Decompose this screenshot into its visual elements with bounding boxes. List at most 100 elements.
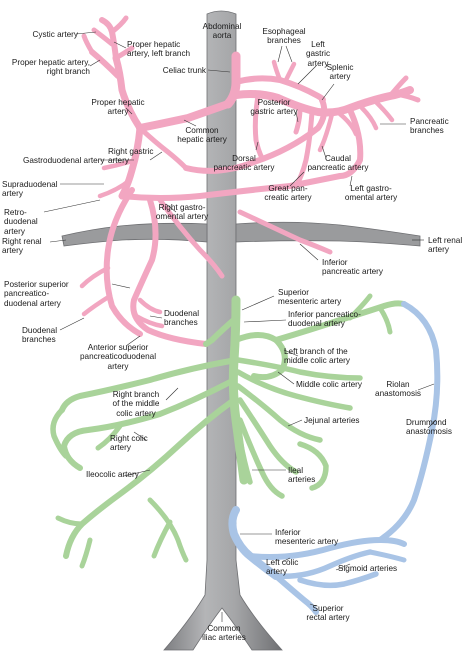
label-left-gastroomental-artery: Left gastro- omental artery [344,184,398,203]
splenic-twig-2 [393,91,421,103]
superior-rectal-vessel [273,573,319,615]
label-superior-rectal-artery: Superior rectal artery [306,604,350,623]
label-superior-mesenteric-artery: Superior mesenteric artery [278,288,342,307]
esophageal-vessel-1 [271,59,283,83]
leader-inferior-pd [243,319,287,323]
riolan-anastomosis-vessel [377,301,441,543]
leader-esophageal-b [285,45,293,63]
leader-anterior-superior-pd [125,335,141,347]
jejunal-vessel-3 [235,383,323,443]
leader-proper-hepatic-left [113,41,127,49]
inferior-pancreatic-vessel [237,209,333,255]
leader-retroduodenal [43,199,101,213]
leader-jejunal [287,419,303,427]
right-branch-middle-colic-vessel [59,357,239,413]
label-right-gastroomental-artery: Right gastro- omental artery [155,203,209,222]
inferior-mesenteric-vessel [228,506,280,580]
hepatic-twig-3 [81,33,95,55]
esophageal-vessel-2 [283,61,297,83]
leader-common-hepatic [183,119,197,127]
leader-posterior-gastric [295,111,299,123]
leader-drummond [427,419,437,429]
leader-right-branch-mc [165,387,179,401]
ileocolic-vessel [63,397,237,559]
anterior-superior-pd-vessel [130,197,209,347]
leader-left-branch-mc [283,349,299,357]
leader-inferior-pancreatic [299,243,319,261]
leader-ileocolic [123,469,151,477]
cystic-artery-vessel [91,27,115,47]
label-right-branch-middle-colic: Right branch of the middle colic artery [112,390,160,418]
label-left-branch-middle-colic: Left branch of the middle colic artery [284,347,350,366]
duodenal-branch-1 [79,265,111,289]
sigmoid-vessel-2 [297,571,379,589]
leader-superior-rectal [309,603,317,607]
left-renal-artery [235,221,421,247]
leader-lines [43,31,437,622]
jejunal-vessel-4 [237,397,299,475]
sigmoid-twig [367,549,407,563]
left-gastroomental-vessel [337,107,364,179]
label-left-gastric-artery: Left gastric artery [305,40,331,68]
label-jejunal-arteries: Jejunal arteries [304,416,360,425]
retroduodenal-vessel [97,177,133,199]
leader-superior-mesenteric [241,295,275,311]
label-retroduodenal-artery: Retro- duodenal artery [4,208,38,236]
leader-duodenal-right [149,315,163,319]
leader-dorsal [255,141,259,151]
leader-right-gastric [149,151,163,161]
jejunal-vessel-2 [235,369,353,411]
label-great-pancreatic-artery: Great pan- creatic artery [264,184,312,203]
colic-arcade-left [50,407,69,459]
great-pancreatic-vessel [293,109,315,189]
leader-splenic [321,83,335,101]
label-common-hepatic-artery: Common hepatic artery [177,126,227,145]
hepatic-twig-2 [113,45,135,61]
right-renal-artery [61,222,208,247]
ileocolic-twig-2 [79,537,93,569]
label-ileal-arteries: Ileal arteries [288,466,316,485]
leader-left-gastric [297,65,317,85]
leader-celiac [207,69,231,73]
ileal-vessel-1 [237,417,285,499]
common-hepatic-vessel [136,100,232,132]
leader-right-gastroomental [165,203,177,213]
label-cystic-artery: Cystic artery [32,30,79,39]
right-gastroomental-descent [157,197,225,279]
leader-cystic [75,31,97,35]
dorsal-pancreatic-vessel [252,93,265,161]
pancreatic-branch-3 [373,99,395,123]
label-proper-hepatic-right: Proper hepatic artery, right branch [11,58,90,77]
posterior-gastric-vessel [293,105,303,135]
label-splenic-artery: Splenic artery [326,63,354,82]
leader-right-colic [133,431,147,441]
pancreatic-branch-2 [359,105,379,131]
label-sigmoid-arteries: Sigmoid arteries [338,564,398,573]
leader-sigmoid [335,563,351,571]
ileal-loop [297,441,329,491]
label-gastroduodenal-artery: Gastroduodenal artery [23,156,105,165]
label-pancreatic-branches: Pancreatic branches [410,117,449,136]
inferior-mesenteric-territory [228,301,441,615]
label-duodenal-branches-left: Duodenal branches [22,326,58,345]
marginal-twig-1 [347,293,373,321]
label-right-renal-artery: Right renal artery [2,237,42,256]
label-middle-colic-artery: Middle colic artery [296,380,362,389]
label-duodenal-branches-right: Duodenal branches [164,309,200,328]
marginal-twig-2 [377,305,393,335]
posterior-superior-pd-vessel [103,187,143,337]
label-celiac-trunk: Celiac trunk [162,66,206,75]
label-riolan-anastomosis: Riolan anastomosis [375,380,421,399]
sigmoid-vessel-1 [273,549,373,580]
duodenal-branch-3 [137,297,163,315]
leader-riolan [417,383,435,391]
leader-great-pancreatic [289,171,305,187]
label-proper-hepatic-left: Proper hepatic artery, left branch [127,40,191,59]
label-right-colic-artery: Right colic artery [110,434,148,453]
label-supraduodenal-artery: Supraduodenal artery [2,180,58,199]
label-abdominal-aorta: Abdominal aorta [202,22,242,41]
label-common-iliac-arteries: Common iliac arteries [202,624,246,643]
label-inferior-pancreatic-artery: Inferior pancreatic artery [322,258,383,277]
ileocolic-twig-1 [55,515,85,527]
duodenal-branch-2 [81,293,113,317]
